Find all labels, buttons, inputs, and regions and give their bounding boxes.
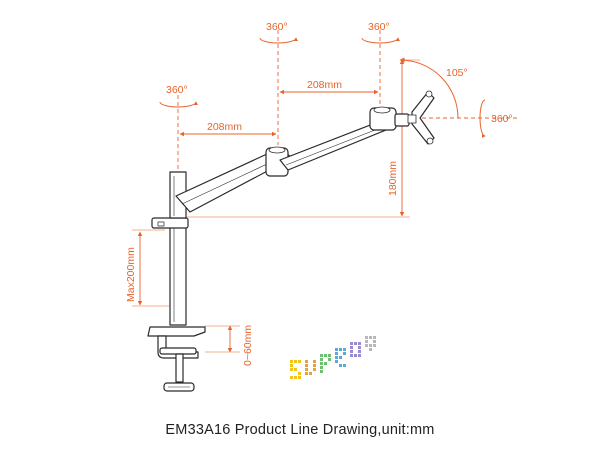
rotation-axes <box>177 30 520 175</box>
rotation-label-top-left: 360° <box>266 21 288 33</box>
pole <box>169 224 187 326</box>
vertical-reach-label: 180mm <box>387 161 399 196</box>
monitor-arm-drawing <box>147 90 435 392</box>
rotation-label-mid-left: 360° <box>166 84 188 96</box>
rotation-indicator-top-right <box>361 37 400 44</box>
rotation-indicator-right <box>479 99 486 138</box>
rotation-label-top-right: 360° <box>368 21 390 33</box>
rotation-indicator-mid-left <box>159 101 198 108</box>
lower-arm-length-label: 208mm <box>207 121 242 133</box>
upper-arm <box>279 121 387 171</box>
dimension-lines <box>132 59 420 353</box>
clamp-screw <box>175 353 184 383</box>
tilt-joint <box>394 113 410 127</box>
tilt-arc <box>399 57 459 119</box>
rotation-label-right: 360° <box>491 113 513 125</box>
brand-logo <box>290 336 376 379</box>
pole-collar <box>151 217 189 229</box>
tilt-angle-label: 105° <box>446 67 468 79</box>
clamp-range-label: 0~60mm <box>242 325 254 366</box>
clamp-pad <box>159 347 197 355</box>
rotation-indicator-top-left <box>259 37 298 44</box>
pole-height-label: Max200mm <box>125 247 137 302</box>
upper-arm-length-label: 208mm <box>307 79 342 91</box>
drawing-caption: EM33A16 Product Line Drawing,unit:mm <box>165 422 435 438</box>
clamp-base <box>147 326 206 337</box>
